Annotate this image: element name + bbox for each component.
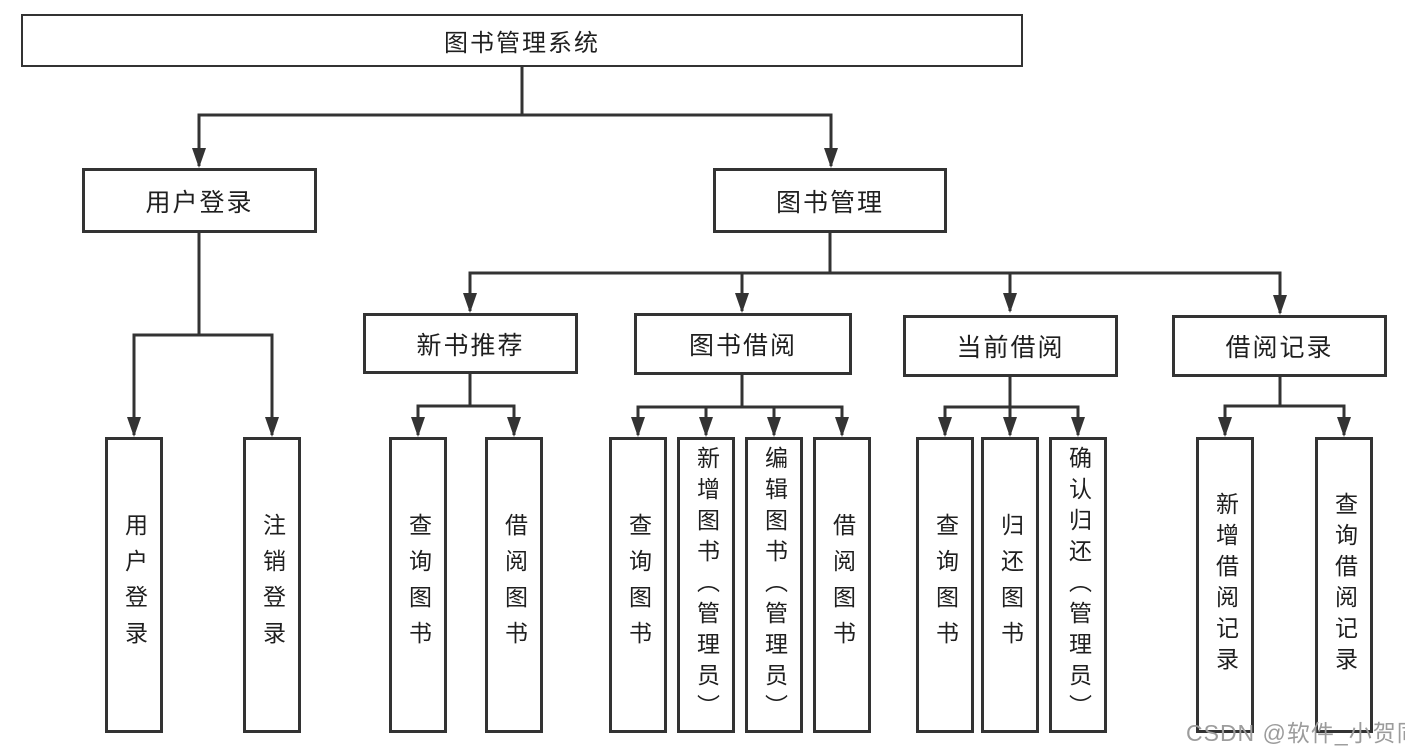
- node-borrowing-records-label: 借阅记录: [1225, 334, 1334, 362]
- leaf-query-books-borrowing: 查询图书: [609, 437, 667, 733]
- leaf-query-books-borrowing-label: 查询图书: [625, 513, 652, 657]
- node-current-borrowing: 当前借阅: [903, 315, 1118, 377]
- leaf-query-books-recommend-label: 查询图书: [405, 513, 432, 657]
- leaf-add-books-admin-label: 新增图书（管理员）: [693, 445, 720, 725]
- leaf-query-borrow-record-label: 查询借阅记录: [1331, 492, 1358, 678]
- leaf-return-books-label: 归还图书: [997, 513, 1024, 657]
- leaf-add-borrow-record: 新增借阅记录: [1196, 437, 1254, 733]
- csdn-watermark: CSDN @软件_小贺同学: [1186, 720, 1405, 746]
- node-book-management-label: 图书管理: [775, 188, 884, 217]
- leaf-logout-label: 注销登录: [259, 513, 286, 657]
- node-current-borrowing-label: 当前借阅: [956, 334, 1065, 362]
- leaf-user-login: 用户登录: [105, 437, 163, 733]
- node-new-book-recommend-label: 新书推荐: [416, 331, 525, 360]
- leaf-borrow-books-label: 借阅图书: [829, 513, 856, 657]
- leaf-logout: 注销登录: [243, 437, 301, 733]
- leaf-query-books-recommend: 查询图书: [389, 437, 447, 733]
- leaf-edit-books-admin: 编辑图书（管理员）: [745, 437, 803, 733]
- node-user-login-label: 用户登录: [145, 188, 254, 217]
- leaf-confirm-return-admin-label: 确认归还（管理员）: [1065, 445, 1092, 725]
- node-new-book-recommend: 新书推荐: [363, 313, 578, 374]
- leaf-borrow-books: 借阅图书: [813, 437, 871, 733]
- node-book-management: 图书管理: [713, 168, 947, 233]
- leaf-edit-books-admin-label: 编辑图书（管理员）: [761, 445, 788, 725]
- node-library-management-system-label: 图书管理系统: [444, 30, 600, 57]
- leaf-confirm-return-admin: 确认归还（管理员）: [1049, 437, 1107, 733]
- leaf-query-books-current: 查询图书: [916, 437, 974, 733]
- leaf-borrow-books-recommend: 借阅图书: [485, 437, 543, 733]
- leaf-user-login-label: 用户登录: [121, 513, 148, 657]
- leaf-add-books-admin: 新增图书（管理员）: [677, 437, 735, 733]
- node-book-borrowing-label: 图书借阅: [688, 332, 797, 360]
- leaf-return-books: 归还图书: [981, 437, 1039, 733]
- leaf-add-borrow-record-label: 新增借阅记录: [1212, 492, 1239, 678]
- leaf-borrow-books-recommend-label: 借阅图书: [501, 513, 528, 657]
- node-book-borrowing: 图书借阅: [634, 313, 852, 375]
- connector-paths: [127, 67, 1351, 437]
- node-library-management-system: 图书管理系统: [21, 14, 1023, 67]
- node-user-login: 用户登录: [82, 168, 317, 233]
- leaf-query-books-current-label: 查询图书: [932, 513, 959, 657]
- node-borrowing-records: 借阅记录: [1172, 315, 1387, 377]
- leaf-query-borrow-record: 查询借阅记录: [1315, 437, 1373, 733]
